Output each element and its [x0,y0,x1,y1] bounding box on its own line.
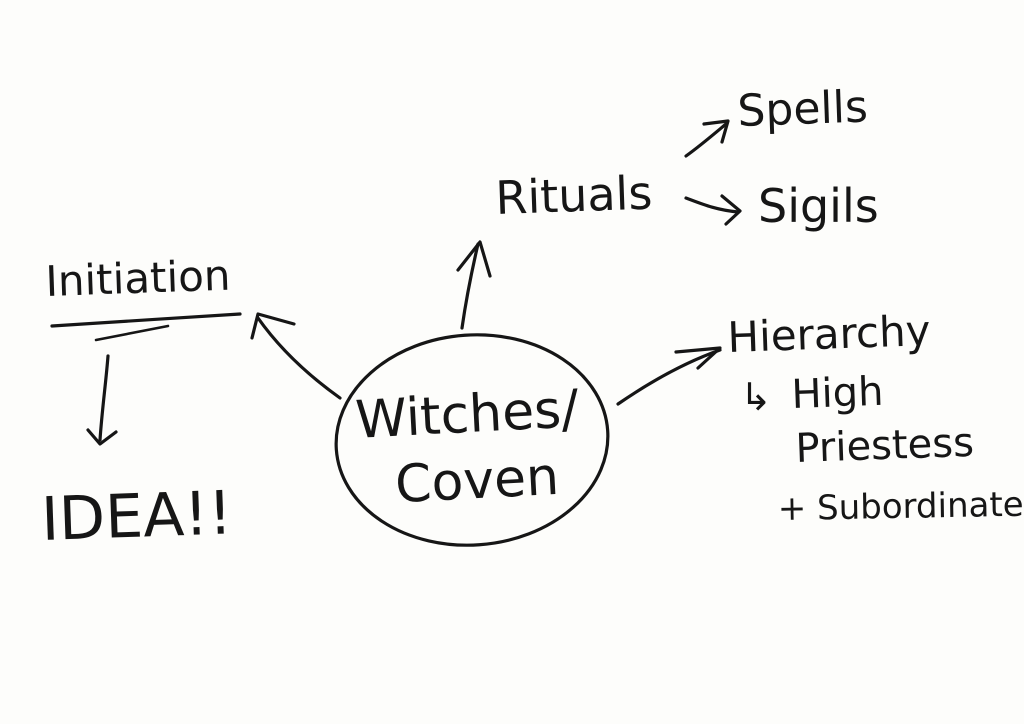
arrow-to-idea [86,354,118,446]
rituals-label: Rituals [494,166,653,225]
hierarchy-line-priestess: Priestess [795,420,975,472]
central-node: Witches/ Coven [334,333,610,547]
central-node-line2: Coven [394,447,561,515]
hierarchy-node: Hierarchy ↳ High Priestess + Subordinate… [727,306,1024,529]
initiation-label: Initiation [45,251,232,306]
initiation-underline [50,312,242,328]
hierarchy-label: Hierarchy [727,306,932,362]
arrow-to-spells [684,119,730,158]
central-node-line1: Witches/ [354,379,581,451]
hierarchy-line-high: High [791,369,884,418]
hierarchy-line-subordinates: + Subordinates [777,484,1024,529]
arrow-to-rituals [456,240,492,330]
hierarchy-sub-arrow-icon: ↳ [740,375,772,419]
sigils-label: Sigils [758,179,879,233]
idea-label: IDEA!! [40,478,233,555]
arrow-to-hierarchy [616,346,722,406]
spells-label: Spells [737,81,869,137]
rituals-node: Rituals [494,166,653,225]
arrow-to-sigils [684,194,742,226]
initiation-underline-accent [94,324,170,342]
arrow-to-initiation [250,312,342,400]
initiation-node: Initiation [45,251,242,342]
central-node-ellipse [334,333,610,547]
